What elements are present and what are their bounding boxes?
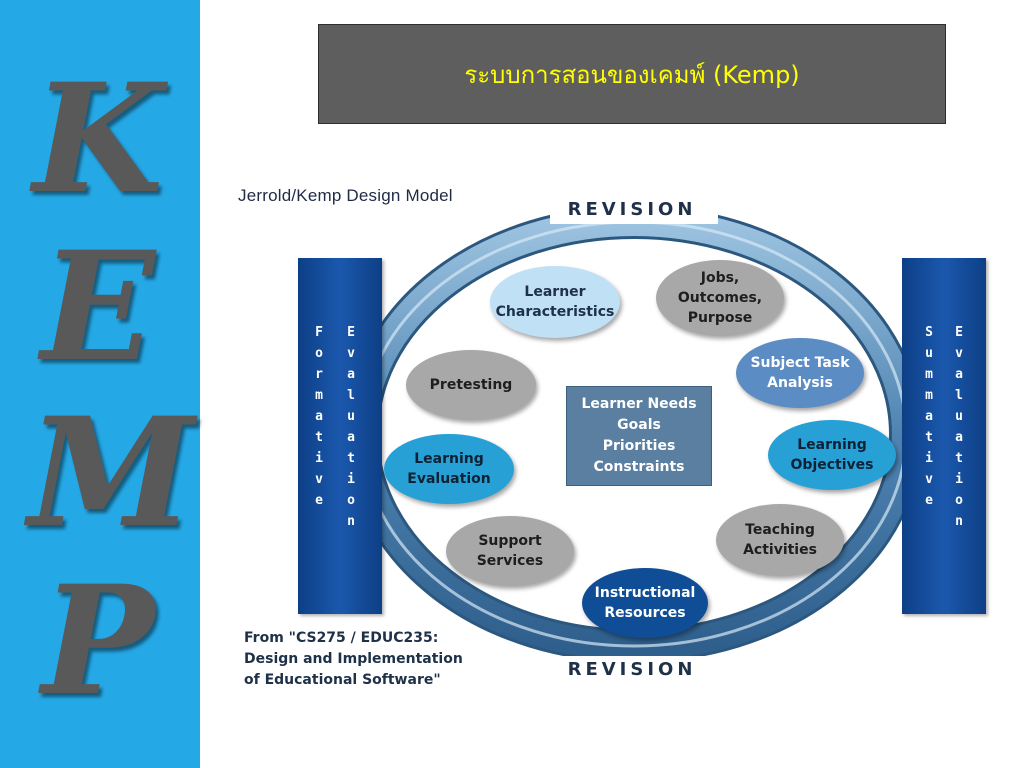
kemp-letter-e: E [40, 219, 156, 395]
vertical-letter: t [925, 430, 933, 445]
kemp-letter-k: K [32, 51, 164, 227]
vertical-letter: a [347, 430, 355, 445]
vertical-letter: a [955, 430, 963, 445]
node-learning-objectives-label: Learning Objectives [790, 437, 874, 473]
vertical-letter: F [315, 325, 323, 340]
center-learner-needs-box: Learner Needs Goals Priorities Constrain… [566, 386, 712, 486]
vertical-letter: i [925, 451, 933, 466]
vertical-letter: t [955, 451, 963, 466]
revision-label-bottom: REVISION [567, 659, 697, 680]
vertical-letter: v [925, 472, 933, 487]
vertical-letter: l [955, 388, 963, 403]
kemp-design-model-diagram: Jerrold/Kemp Design Model REVISION REVIS… [232, 180, 1002, 700]
node-support-services: Support Services [446, 516, 574, 586]
node-teaching-activities: Teaching Activities [716, 504, 844, 576]
vertical-letter: l [347, 388, 355, 403]
diagram-heading: Jerrold/Kemp Design Model [238, 186, 453, 205]
vertical-letter: v [347, 346, 355, 361]
slide-title-box: ระบบการสอนของเคมพ์ (Kemp) [318, 24, 946, 124]
vertical-letter: n [955, 514, 963, 529]
vertical-letter: n [347, 514, 355, 529]
node-learner-characteristics-label: Learner Characteristics [495, 284, 615, 320]
center-learner-needs-label: Learner Needs Goals Priorities Constrain… [581, 396, 697, 475]
kemp-letter-p: P [41, 553, 155, 729]
vertical-letter: i [315, 451, 323, 466]
vertical-letter: m [925, 367, 933, 382]
vertical-letter: a [925, 409, 933, 424]
node-support-services-label: Support Services [476, 533, 544, 569]
revision-label-top: REVISION [567, 199, 697, 220]
node-subject-task-analysis: Subject Task Analysis [736, 338, 864, 408]
node-instructional-resources-label: Instructional Resources [594, 585, 696, 621]
vertical-letter: a [315, 409, 323, 424]
vertical-letter: o [955, 493, 963, 508]
vertical-letter: E [347, 325, 355, 340]
vertical-letter: i [347, 472, 355, 487]
vertical-letter: E [955, 325, 963, 340]
vertical-letter: r [315, 367, 323, 382]
kemp-side-band: K E M P [0, 0, 200, 768]
vertical-letter: o [347, 493, 355, 508]
vertical-letter: e [315, 493, 323, 508]
node-subject-task-analysis-label: Subject Task Analysis [750, 355, 850, 391]
vertical-letter: u [955, 409, 963, 424]
vertical-letter: u [347, 409, 355, 424]
slide-title: ระบบการสอนของเคมพ์ (Kemp) [464, 60, 800, 89]
vertical-letter: m [315, 388, 323, 403]
vertical-letter: u [925, 346, 933, 361]
node-learner-characteristics: Learner Characteristics [490, 266, 620, 338]
vertical-letter: v [955, 346, 963, 361]
vertical-letter: t [347, 451, 355, 466]
vertical-letter: o [315, 346, 323, 361]
node-learning-evaluation: Learning Evaluation [384, 434, 514, 504]
vertical-letter: a [955, 367, 963, 382]
node-jobs-outcomes-purpose: Jobs, Outcomes, Purpose [656, 260, 784, 336]
vertical-letter: v [315, 472, 323, 487]
node-learning-objectives: Learning Objectives [768, 420, 896, 490]
source-citation: From "CS275 / EDUC235: Design and Implem… [244, 630, 463, 688]
node-jobs-outcomes-purpose-label: Jobs, Outcomes, Purpose [677, 270, 763, 326]
vertical-letter: m [925, 388, 933, 403]
node-pretesting-label: Pretesting [429, 377, 513, 393]
vertical-letter: i [955, 472, 963, 487]
node-learning-evaluation-label: Learning Evaluation [407, 451, 491, 487]
vertical-letter: S [925, 325, 933, 340]
node-pretesting: Pretesting [406, 350, 536, 420]
vertical-letter: a [347, 367, 355, 382]
vertical-letter: t [315, 430, 323, 445]
node-teaching-activities-label: Teaching Activities [743, 522, 817, 558]
vertical-letter: e [925, 493, 933, 508]
node-instructional-resources: Instructional Resources [582, 568, 708, 638]
kemp-letter-m: M [28, 385, 195, 561]
